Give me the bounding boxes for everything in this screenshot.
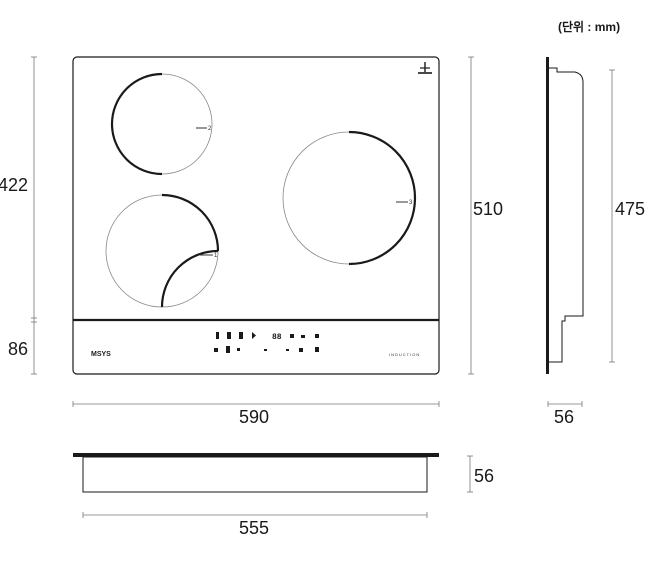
indicator-light	[286, 349, 289, 351]
dim-panel-height: 86	[8, 339, 28, 359]
dim-width: 590	[239, 407, 269, 427]
cooktop-outline	[72, 56, 440, 375]
cooktop-front-view	[73, 453, 439, 493]
dim-side-height: 475	[615, 199, 645, 219]
dimension-depth	[468, 56, 474, 375]
zone-label: 3	[409, 200, 413, 206]
zone-label: 2	[208, 126, 212, 132]
dim-bottom-height: 56	[474, 466, 494, 486]
indicator-light	[214, 348, 218, 352]
indicator-light	[237, 348, 240, 351]
dim-side-thickness: 56	[554, 407, 574, 427]
unit-label: (단위 : mm)	[558, 19, 620, 34]
power-level-display: 88	[272, 333, 282, 342]
dimension-width	[72, 401, 440, 407]
cooktop-side-view	[546, 57, 584, 374]
brand-logo: MSYS	[91, 351, 111, 358]
dim-total-depth: 510	[473, 199, 503, 219]
dimension-bottom-height	[467, 455, 473, 493]
lock-button[interactable]	[226, 346, 230, 353]
timer-button[interactable]	[290, 334, 294, 338]
cooktop-top-view: 2 1 3 MSYS INDUCTION 88	[72, 56, 440, 375]
zone-select-button[interactable]	[239, 332, 243, 339]
dimension-left	[31, 56, 37, 375]
dim-bottom-width: 555	[239, 518, 269, 538]
power-button[interactable]	[216, 332, 219, 339]
induction-label: INDUCTION	[389, 352, 420, 357]
cooking-zone-bottom-left: 1	[105, 193, 220, 308]
play-icon[interactable]	[252, 332, 256, 339]
minus-button[interactable]	[301, 335, 305, 338]
zone-select-button[interactable]	[227, 332, 231, 339]
dimension-side-thickness	[547, 401, 583, 407]
zone-label: 1	[214, 253, 218, 259]
boost-button[interactable]	[299, 348, 303, 352]
hot-surface-icon	[418, 62, 432, 74]
dimension-bottom-width	[82, 512, 428, 518]
indicator-light	[264, 349, 267, 351]
touch-controls: 88	[214, 332, 319, 353]
dimension-side-height	[609, 69, 615, 363]
pause-button[interactable]	[315, 347, 319, 352]
plus-button[interactable]	[315, 334, 319, 338]
cooking-zone-top-left: 2	[110, 72, 213, 176]
dim-top-height: 422	[0, 175, 28, 195]
cooking-zone-right: 3	[282, 130, 417, 266]
